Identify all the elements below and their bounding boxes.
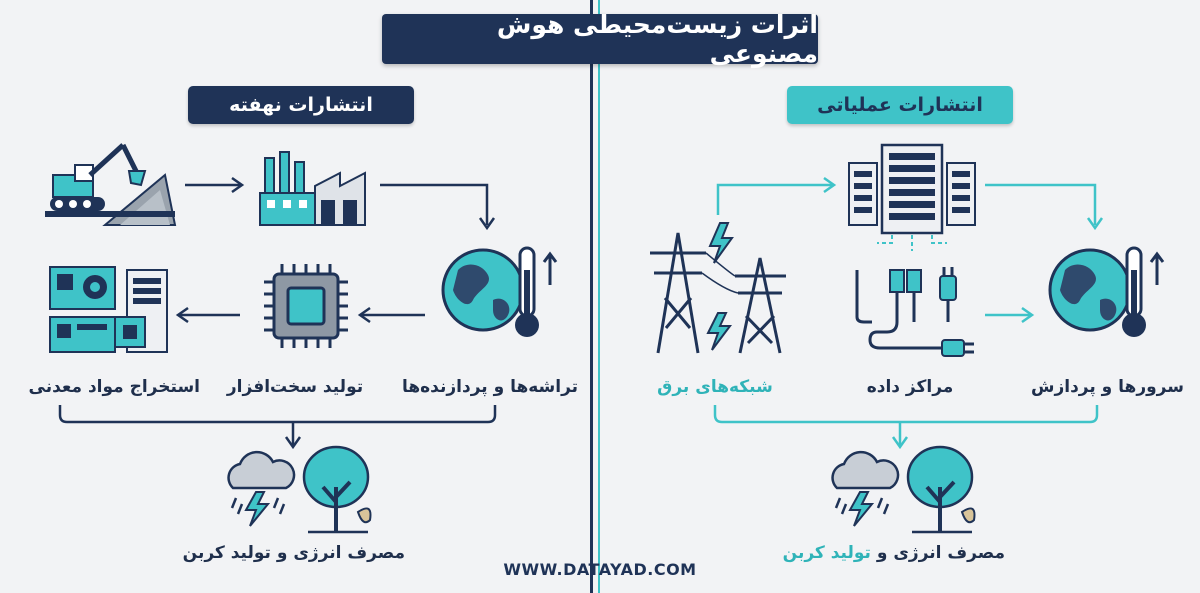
globe-thermometer-icon bbox=[441, 246, 558, 337]
step-label-hardware: تولید سخت‌افزار bbox=[226, 377, 364, 397]
step-label-chips: تراشه‌ها و پردازنده‌ها bbox=[401, 377, 579, 397]
hardware-components-icon bbox=[49, 266, 168, 353]
step-label-power-grid: شبکه‌های برق bbox=[657, 377, 773, 397]
left-flow-arrows bbox=[58, 176, 497, 450]
result-label-right-part2: تولید کربن bbox=[782, 543, 871, 563]
result-label-left: مصرف انرژی و تولید کربن bbox=[182, 543, 405, 563]
tree-icon-right bbox=[906, 445, 976, 534]
step-label-servers: سرورها و پردازش bbox=[1031, 377, 1184, 397]
step-label-mining: استخراج مواد معدنی bbox=[28, 377, 201, 397]
page-title: اثرات زیست‌محیطی هوش مصنوعی bbox=[382, 10, 818, 68]
excavator-mining-icon bbox=[45, 143, 177, 226]
server-rack-icon bbox=[848, 143, 976, 251]
center-divider-2 bbox=[598, 0, 600, 593]
step-label-data-center: مراکز داده bbox=[866, 377, 954, 397]
storm-cloud-icon bbox=[227, 450, 296, 527]
tree-icon bbox=[302, 445, 372, 534]
section-title-operational: انتشارات عملیاتی bbox=[787, 86, 1013, 124]
processor-chip-icon bbox=[264, 264, 348, 348]
result-label-right: مصرف انرژی و تولید کربن bbox=[783, 543, 1005, 563]
center-divider bbox=[590, 0, 593, 593]
factory-icon bbox=[259, 151, 366, 226]
storm-cloud-icon-right bbox=[831, 450, 900, 527]
result-label-right-part1: مصرف انرژی و bbox=[870, 543, 1005, 563]
globe-thermometer-icon-right bbox=[1048, 246, 1165, 337]
power-grid-icon bbox=[650, 222, 786, 354]
footer-website[interactable]: WWW.DATAYAD.COM bbox=[503, 560, 697, 579]
cables-plugs-icon bbox=[855, 267, 974, 357]
section-title-embodied: انتشارات نهفته bbox=[188, 86, 414, 124]
